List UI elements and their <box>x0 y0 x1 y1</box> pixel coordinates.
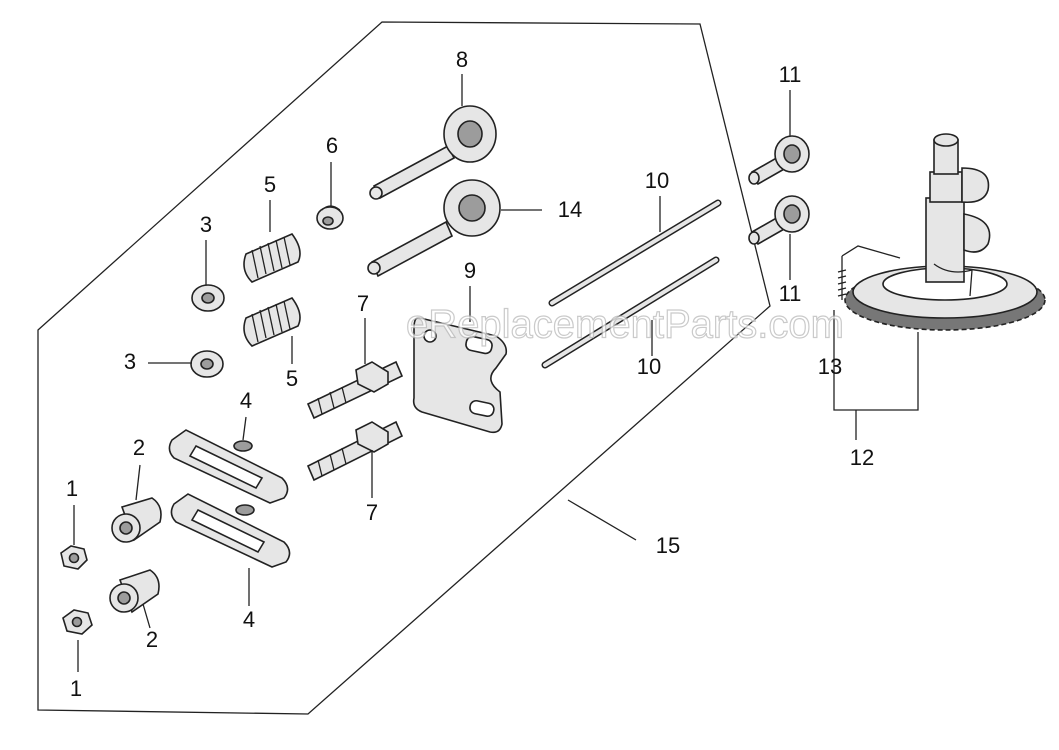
callout-5-lower: 5 <box>286 366 298 391</box>
part-push-rod-lower[interactable] <box>541 256 720 369</box>
callout-3-lower: 3 <box>124 349 136 374</box>
callout-13: 13 <box>818 354 842 379</box>
callout-7-upper: 7 <box>357 291 369 316</box>
callout-8: 8 <box>456 47 468 72</box>
part-hex-nut-lower[interactable] <box>62 609 93 635</box>
part-rocker-stud-upper[interactable] <box>306 360 404 420</box>
callout-12: 12 <box>850 445 874 470</box>
part-rocker-stud-lower[interactable] <box>306 420 404 482</box>
callout-2-lower: 2 <box>146 627 158 652</box>
part-hex-nut-upper[interactable] <box>60 545 88 570</box>
callout-1-upper: 1 <box>66 476 78 501</box>
part-compression-release-spring[interactable] <box>837 245 901 300</box>
callout-1-lower: 1 <box>70 676 82 701</box>
part-adjusting-nut-upper[interactable] <box>111 497 162 543</box>
callout-9: 9 <box>464 258 476 283</box>
callout-15: 15 <box>656 533 680 558</box>
part-tappet-lower[interactable] <box>748 195 810 246</box>
callout-5-upper: 5 <box>264 172 276 197</box>
callout-7-lower: 7 <box>366 500 378 525</box>
callout-10-upper: 10 <box>645 168 669 193</box>
leader-lines <box>73 74 919 672</box>
part-valve-lower[interactable] <box>367 179 501 278</box>
part-valve-stem-seal[interactable] <box>316 205 344 230</box>
part-rocker-arm-lower[interactable] <box>170 493 291 568</box>
part-valve-upper[interactable] <box>369 105 497 200</box>
part-spring-retainer-upper[interactable] <box>191 284 225 312</box>
part-rocker-arm-upper[interactable] <box>168 429 289 504</box>
part-valve-spring-lower[interactable] <box>243 297 301 347</box>
part-adjusting-nut-lower[interactable] <box>109 569 160 614</box>
part-push-rod-upper[interactable] <box>548 199 722 307</box>
callout-3-upper: 3 <box>200 212 212 237</box>
callout-4-lower: 4 <box>243 607 255 632</box>
callout-10-lower: 10 <box>637 354 661 379</box>
callouts: 1 1 2 2 3 3 4 4 5 5 6 7 7 8 9 10 10 11 1… <box>66 47 874 701</box>
callout-2-upper: 2 <box>133 435 145 460</box>
part-guide-plate[interactable] <box>412 316 508 434</box>
part-valve-spring-upper[interactable] <box>243 233 301 283</box>
callout-4-upper: 4 <box>240 388 252 413</box>
callout-11-upper: 11 <box>779 62 802 87</box>
part-tappet-upper[interactable] <box>748 135 810 186</box>
part-spring-retainer-lower[interactable] <box>190 350 224 378</box>
part-camshaft-gear[interactable] <box>844 133 1046 331</box>
callout-11-lower: 11 <box>779 281 802 306</box>
callout-14: 14 <box>558 197 582 222</box>
watermark-text: eReplacementParts.com <box>406 303 844 347</box>
callout-6: 6 <box>326 133 338 158</box>
assembly-outline <box>37 21 771 715</box>
